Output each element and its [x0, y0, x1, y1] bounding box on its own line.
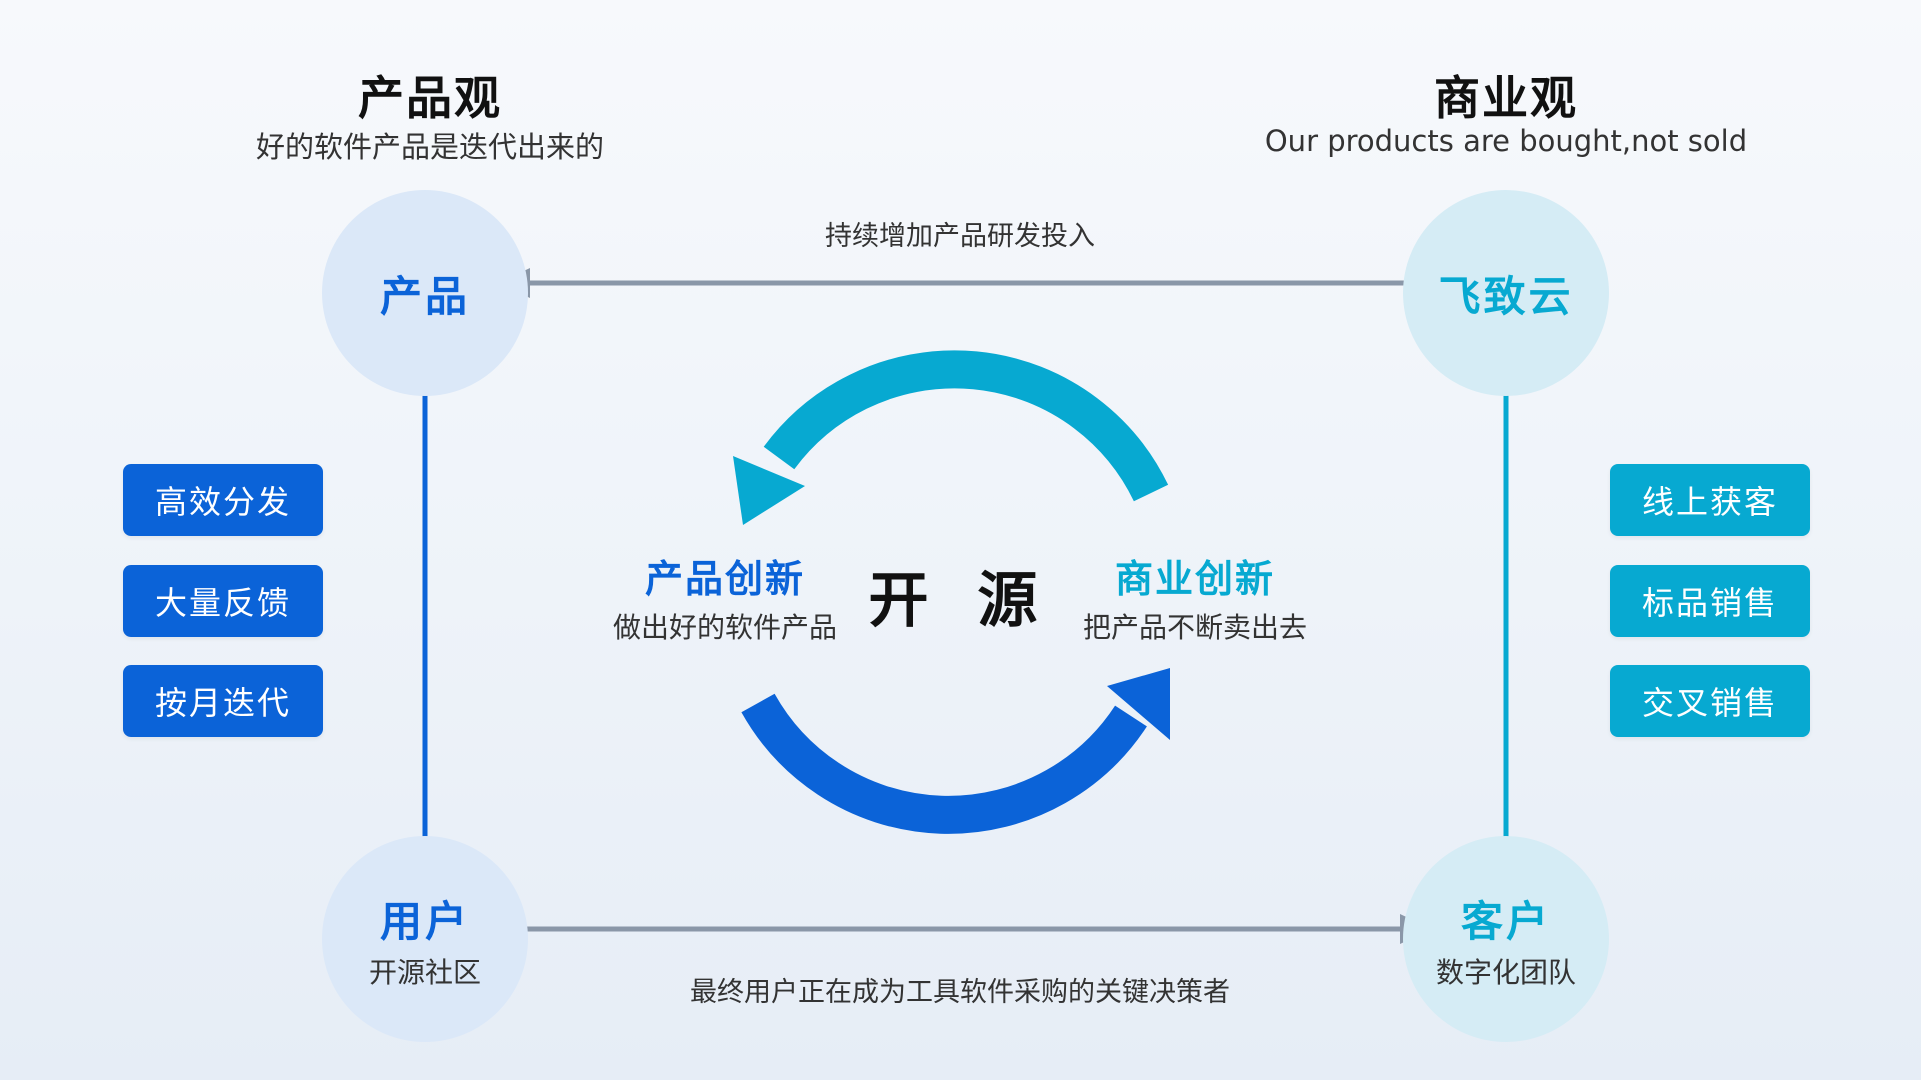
top-flow-label: 持续增加产品研发投入 [825, 221, 1095, 252]
user-node: 用户 开源社区 [322, 836, 528, 1042]
business-view-subheading: Our products are bought,not sold [1264, 124, 1748, 158]
tag-standard-product-sales: 标品销售 [1610, 565, 1810, 637]
product-innovation-title: 产品创新 [644, 557, 805, 601]
tag-online-acquisition: 线上获客 [1610, 464, 1810, 536]
product-view-heading: 产品观 [358, 71, 502, 125]
company-node-label: 飞致云 [1438, 271, 1574, 321]
business-innovation-title: 商业创新 [1114, 557, 1275, 601]
right-vertical-arrow [1490, 336, 1522, 867]
tag-mass-feedback: 大量反馈 [123, 565, 323, 637]
tag-efficient-distribution: 高效分发 [123, 464, 323, 536]
open-source-title: 开 源 [868, 566, 1052, 636]
cycle-arrow-upper [733, 350, 1169, 525]
bottom-flow-label: 最终用户正在成为工具软件采购的关键决策者 [690, 977, 1230, 1008]
product-node-label: 产品 [379, 271, 470, 321]
left-vertical-arrow [409, 336, 441, 867]
tag-monthly-iteration: 按月迭代 [123, 665, 323, 737]
customer-node: 客户 数字化团队 [1403, 836, 1609, 1042]
business-view-heading: 商业观 [1434, 71, 1578, 125]
business-innovation-subtitle: 把产品不断卖出去 [1082, 611, 1307, 644]
cycle-arrow-lower [741, 668, 1170, 834]
bottom-flow-arrow [515, 914, 1432, 944]
product-view-subheading: 好的软件产品是迭代出来的 [255, 130, 604, 164]
user-node-subtitle: 开源社区 [368, 955, 481, 989]
top-flow-arrow [498, 268, 1415, 298]
tag-cross-selling: 交叉销售 [1610, 665, 1810, 737]
company-node: 飞致云 [1403, 190, 1609, 396]
product-innovation-subtitle: 做出好的软件产品 [612, 611, 837, 644]
customer-node-subtitle: 数字化团队 [1435, 955, 1576, 989]
customer-node-title: 客户 [1460, 896, 1551, 946]
user-node-title: 用户 [379, 896, 470, 946]
product-node: 产品 [322, 190, 528, 396]
